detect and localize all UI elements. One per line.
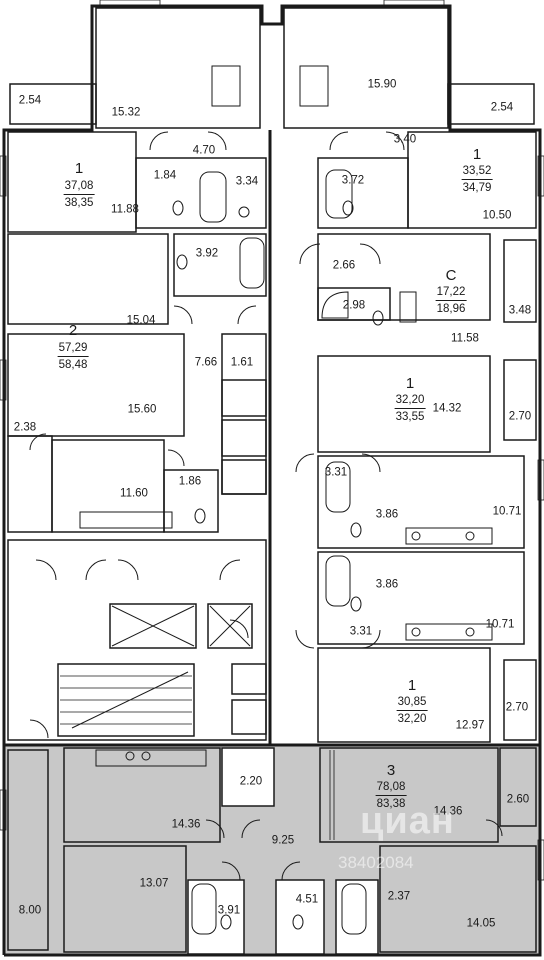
area-label: 3.31: [324, 466, 348, 479]
living-area: 32,20: [394, 394, 426, 409]
area-label: 11.60: [120, 487, 148, 500]
room-count: 1: [74, 160, 84, 177]
area-fraction: 30,85 32,20: [396, 696, 428, 726]
room-count: C: [445, 267, 457, 284]
area-label: 2.20: [239, 775, 263, 788]
area-label: 2.54: [490, 101, 514, 114]
living-area: 37,08: [63, 180, 95, 195]
area-fraction: 33,52 34,79: [461, 165, 493, 195]
door-swings: [29, 131, 503, 881]
living-area: 78,08: [375, 781, 407, 796]
area-label: 13.07: [139, 877, 169, 890]
room-bath-2.20: [221, 747, 275, 807]
kitchens: [79, 65, 493, 767]
area-fraction: 37,08 38,35: [63, 180, 95, 210]
area-label: 3.34: [235, 175, 259, 188]
area-label: 11.58: [451, 332, 479, 345]
area-label: 14.36: [171, 818, 201, 831]
area-label: 3.31: [349, 625, 373, 638]
room-count: 1: [407, 677, 417, 694]
area-label: 15.04: [126, 314, 156, 327]
windows: [0, 0, 544, 881]
area-fraction: 32,20 33,55: [394, 394, 426, 424]
area-label: 15.90: [367, 78, 397, 91]
area-label: 15.60: [127, 403, 157, 416]
watermark-brand: циан: [360, 800, 455, 842]
area-label: 3.86: [375, 578, 399, 591]
room-count: 1: [405, 375, 415, 392]
total-area: 34,79: [462, 182, 492, 194]
room-count: 1: [472, 146, 482, 163]
room-count: 3: [386, 762, 396, 779]
total-area: 33,55: [395, 411, 425, 423]
living-area: 57,29: [57, 342, 89, 357]
area-label: 3.48: [508, 304, 532, 317]
area-label: 2.70: [505, 701, 529, 714]
area-label: 1.61: [230, 356, 254, 369]
area-label: 15.32: [111, 106, 141, 119]
area-label: 14.36: [433, 805, 463, 818]
area-label: 2.37: [387, 890, 411, 903]
area-label: 3.92: [195, 247, 219, 260]
area-label: 14.05: [466, 917, 496, 930]
area-label: 2.38: [13, 421, 37, 434]
area-label: 2.60: [506, 793, 530, 806]
room-count: 2: [68, 322, 78, 339]
total-area: 32,20: [397, 713, 427, 725]
area-label: 4.51: [295, 893, 319, 906]
area-label: 2.54: [18, 94, 42, 107]
area-label: 12.97: [455, 719, 485, 732]
area-label: 8.00: [18, 904, 42, 917]
total-area: 18,96: [436, 303, 466, 315]
area-fraction: 17,22 18,96: [435, 286, 467, 316]
total-area: 58,48: [58, 359, 88, 371]
area-label: 10.71: [485, 618, 515, 631]
area-label: 3.72: [341, 174, 365, 187]
area-label: 10.71: [492, 505, 522, 518]
fixtures: [172, 169, 384, 935]
area-fraction: 78,08 83,38: [375, 781, 407, 811]
living-area: 30,85: [396, 696, 428, 711]
area-label: 9.25: [271, 834, 295, 847]
room-bath-2.37: [335, 879, 379, 955]
area-label: 1.84: [153, 169, 177, 182]
area-label: 3.91: [217, 904, 241, 917]
room-wc-4.51: [275, 879, 325, 955]
area-label: 4.70: [192, 144, 216, 157]
total-area: 83,38: [376, 798, 406, 810]
area-label: 7.66: [194, 356, 218, 369]
area-label: 2.66: [332, 259, 356, 272]
elevator-shafts: [71, 605, 251, 729]
area-label: 3.40: [393, 133, 417, 146]
stairs: [60, 675, 335, 840]
living-area: 33,52: [461, 165, 493, 180]
area-label: 2.98: [342, 299, 366, 312]
area-label: 11.88: [111, 203, 139, 216]
area-label: 2.70: [508, 410, 532, 423]
living-area: 17,22: [435, 286, 467, 301]
area-label: 3.86: [375, 508, 399, 521]
area-fraction: 57,29 58,48: [57, 342, 89, 372]
area-label: 1.86: [178, 475, 202, 488]
area-label: 14.32: [432, 402, 462, 415]
area-label: 10.50: [482, 209, 512, 222]
watermark-code: 38402084: [338, 853, 414, 872]
total-area: 38,35: [64, 197, 94, 209]
walls: [2, 4, 542, 957]
